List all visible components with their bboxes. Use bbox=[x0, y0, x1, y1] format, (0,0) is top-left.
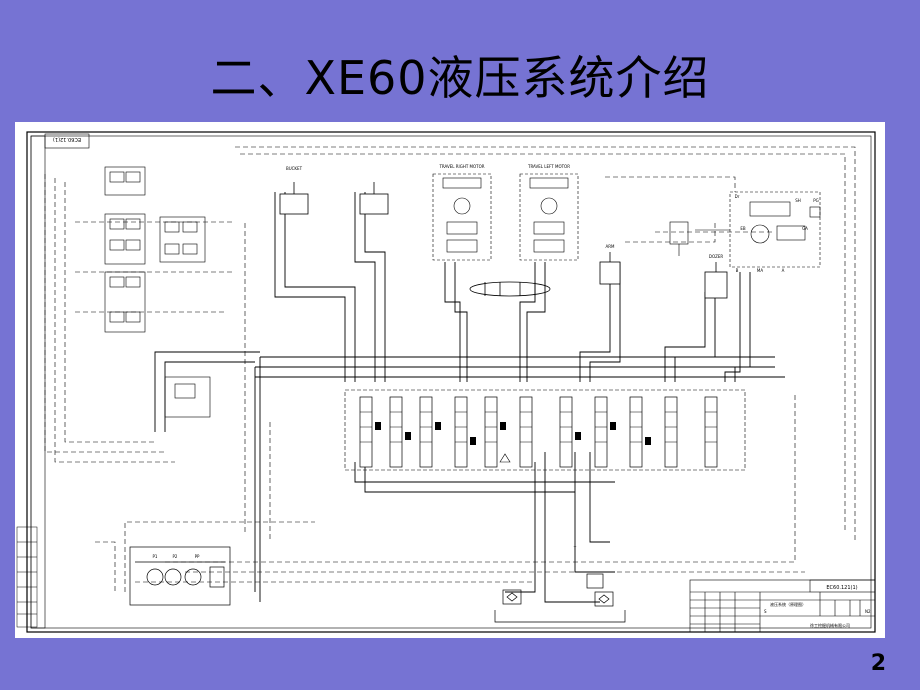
title-block bbox=[689, 579, 876, 633]
rotated-code-box bbox=[44, 133, 90, 149]
left-margin-strip bbox=[30, 135, 46, 629]
port-p2-label: P2 bbox=[173, 554, 178, 559]
tank-port-t-label: T bbox=[573, 546, 577, 551]
page-number: 2 bbox=[870, 651, 886, 676]
port-p1-label: P1 bbox=[153, 554, 158, 559]
port-pp-label: PP bbox=[195, 554, 200, 559]
company-name: 徐工挖掘机械有限公司 bbox=[810, 622, 850, 628]
title-block-s: S bbox=[764, 609, 767, 614]
main-pressure-lines bbox=[154, 192, 785, 603]
ma-port-label: MA bbox=[757, 268, 763, 273]
port-b-label: B bbox=[736, 268, 739, 273]
oil-tank-and-filters bbox=[494, 573, 626, 623]
left-revision-block bbox=[16, 526, 38, 628]
travel-motors bbox=[432, 173, 579, 261]
port-a-label: A bbox=[782, 268, 785, 273]
ga-port-label: GA bbox=[802, 226, 808, 231]
title-block-n2: N2 bbox=[865, 609, 871, 614]
multiway-control-valve-bank bbox=[344, 389, 746, 471]
cylinders bbox=[279, 182, 728, 299]
system-name: 液压系统（原理图） bbox=[770, 601, 806, 607]
port-eb-label: EB bbox=[740, 226, 746, 231]
main-pump-assembly bbox=[129, 546, 231, 606]
pg-port-label: PG bbox=[813, 198, 819, 203]
rotated-drawing-code: EC60.12(1) bbox=[53, 136, 81, 142]
dozer-label: DOZER bbox=[709, 254, 723, 259]
bucket-label: BUCKET bbox=[286, 166, 303, 171]
travel-left-motor-label: TRAVEL LEFT MOTOR bbox=[527, 164, 570, 169]
travel-right-motor-label: TRAVEL RIGHT MOTOR bbox=[438, 164, 484, 169]
swing-motor bbox=[695, 191, 821, 268]
solenoid-valve bbox=[669, 221, 689, 256]
hydraulic-schematic: EC60.12(1) bbox=[16, 131, 876, 633]
hydraulic-schematic-sheet: EC60.12(1) bbox=[15, 122, 885, 638]
drawing-code: EC60.121(1) bbox=[826, 585, 857, 591]
slide-title: 二、XE60液压系统介绍 bbox=[210, 51, 710, 105]
sh-port-label: SH bbox=[795, 198, 801, 203]
port-dr-label: Dr bbox=[735, 194, 740, 199]
pilot-control-valves bbox=[104, 166, 211, 418]
center-swivel-joint bbox=[469, 281, 551, 297]
pilot-lines-dashed bbox=[44, 146, 856, 592]
drawing-frame bbox=[26, 131, 876, 633]
arm-label: ARM bbox=[606, 244, 616, 249]
